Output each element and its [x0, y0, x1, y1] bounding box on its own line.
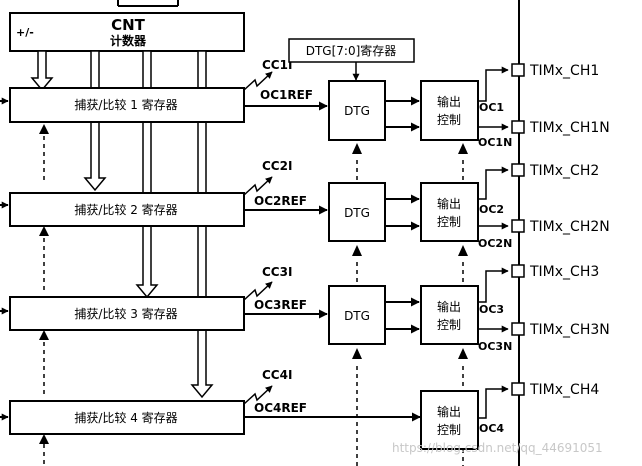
oc2ref-label: OC2REF: [254, 194, 307, 208]
oc2-label: OC2: [479, 203, 504, 216]
register-label: 捕获/比较 2 寄存器: [74, 202, 177, 217]
cc3i-label: CC3I: [262, 265, 292, 279]
dtg-register-block: DTG[7:0]寄存器: [288, 38, 415, 63]
oc4ref-label: OC4REF: [254, 401, 307, 415]
cnt-updown-label: +/-: [16, 26, 34, 39]
output-control-label-line2: 控制: [437, 318, 461, 332]
dtg-up-arrowheads: [352, 143, 362, 359]
pin-label-ch2: TIMx_CH2: [529, 163, 599, 179]
oc3-label: OC3: [479, 303, 504, 316]
cnt-sublabel: 计数器: [110, 33, 147, 48]
cc2i-label: CC2I: [262, 159, 292, 173]
dtg-label: DTG: [344, 309, 370, 323]
output-control-3: 输出 控制: [420, 285, 479, 345]
watermark: https://blog.csdn.net/qq_44691051: [392, 441, 603, 455]
pin-label-ch1: TIMx_CH1: [529, 63, 599, 79]
output-pins: [511, 63, 525, 396]
cnt-counter-block: CNT 计数器 +/-: [9, 12, 245, 52]
oc1n-label: OC1N: [478, 136, 512, 149]
register-label: 捕获/比较 4 寄存器: [74, 410, 177, 425]
pin-label-ch3n: TIMx_CH3N: [529, 322, 610, 338]
pin-label-ch2n: TIMx_CH2N: [529, 219, 610, 235]
left-up-arrowheads: [39, 124, 49, 444]
pin-label-ch4: TIMx_CH4: [529, 382, 599, 398]
dtg-block-2: DTG: [328, 182, 386, 242]
output-control-label-line1: 输出: [437, 299, 461, 314]
oc4-label: OC4: [479, 422, 504, 435]
oc3ref-label: OC3REF: [254, 298, 307, 312]
dtg-block-3: DTG: [328, 285, 386, 345]
output-control-2: 输出 控制: [420, 182, 479, 242]
oc2n-label: OC2N: [478, 237, 512, 250]
cc1i-label: CC1I: [262, 58, 292, 72]
register-ccr2: 捕获/比较 2 寄存器: [9, 192, 245, 227]
output-control-label-line1: 输出: [437, 196, 461, 211]
ccxi-interrupt-signals: [243, 71, 273, 405]
cc4i-label: CC4I: [262, 368, 292, 382]
register-ccr4: 捕获/比较 4 寄存器: [9, 400, 245, 435]
pin-label-ch3: TIMx_CH3: [529, 264, 599, 280]
output-control-4: 输出 控制: [420, 390, 479, 450]
register-ccr3: 捕获/比较 3 寄存器: [9, 296, 245, 331]
register-label: 捕获/比较 3 寄存器: [74, 306, 177, 321]
left-input-arrows: [0, 97, 9, 421]
output-control-label-line2: 控制: [437, 215, 461, 229]
output-control-label-line2: 控制: [437, 423, 461, 437]
top-input-arrows: [117, 0, 179, 7]
oc1-label: OC1: [479, 101, 504, 114]
output-control-label-line1: 输出: [437, 94, 461, 109]
output-control-1: 输出 控制: [420, 80, 479, 141]
output-control-label-line2: 控制: [437, 113, 461, 127]
oc1ref-label: OC1REF: [260, 88, 313, 102]
register-ccr1: 捕获/比较 1 寄存器: [9, 87, 245, 123]
ocxref-signals: [244, 101, 421, 422]
register-label: 捕获/比较 1 寄存器: [74, 97, 177, 112]
pin-label-ch1n: TIMx_CH1N: [529, 120, 610, 136]
dtg-to-output-arrows: [385, 96, 420, 334]
oc3n-label: OC3N: [478, 340, 512, 353]
cnt-label: CNT: [111, 16, 146, 34]
dtg-label: DTG: [344, 104, 370, 118]
output-up-arrowheads: [458, 143, 468, 359]
dtg-label: DTG: [344, 206, 370, 220]
dtg-block-1: DTG: [328, 80, 386, 141]
output-wires: [478, 66, 509, 419]
dtg-register-label: DTG[7:0]寄存器: [306, 43, 397, 58]
output-control-label-line1: 输出: [437, 404, 461, 419]
